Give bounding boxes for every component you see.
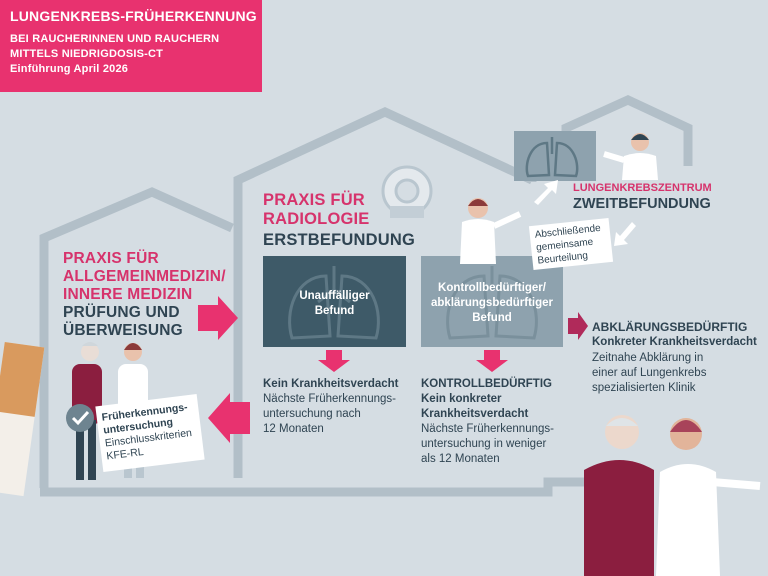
- result2-b1: Kein konkreter: [421, 393, 502, 405]
- house-outline-left: [39, 187, 234, 488]
- beurteilung-card: Abschließende gemeinsame Beurteilung: [528, 217, 614, 271]
- cigarette-illustration: [0, 341, 45, 497]
- result2-l1: Nächste Früherkennungs-: [421, 423, 554, 435]
- arrow-down-1: [318, 350, 350, 372]
- arrow-up-to-zentrum: [534, 180, 558, 205]
- allgemein-head3: INNERE MEDIZIN: [63, 286, 193, 303]
- result1-l3: 12 Monaten: [263, 423, 324, 435]
- result1-l1: Nächste Früherkennungs-: [263, 393, 396, 405]
- result1-l2: untersuchung nach: [263, 408, 361, 420]
- allgemein-head2: ALLGEMEINMEDIZIN/: [63, 268, 226, 285]
- abklaerung-l3: spezialisierten Klinik: [592, 382, 696, 394]
- result2-b2: Krankheitsverdacht: [421, 408, 529, 420]
- result2-l2: untersuchung in weniger: [421, 438, 547, 450]
- radiologie-head2: RADIOLOGIE: [263, 210, 370, 228]
- criteria-card: Früherkennungs- untersuchung Einschlussk…: [95, 394, 205, 472]
- floor-line: [40, 477, 590, 497]
- title-main: LUNGENKREBS-FRÜHERKENNUNG: [10, 8, 257, 24]
- box2-line2: abklärungsbedürftiger: [430, 297, 554, 309]
- title-line2: MITTELS NIEDRIGDOSIS-CT: [10, 48, 164, 60]
- arrow-down-2: [476, 350, 508, 372]
- result2-head: KONTROLLBEDÜRFTIG: [421, 378, 552, 390]
- arrow-down-from-zentrum: [614, 222, 636, 246]
- lungs-image-2: [446, 266, 538, 340]
- title-line3: Einführung April 2026: [10, 63, 129, 75]
- zentrum-head: LUNGENKREBSZENTRUM: [573, 182, 712, 194]
- box2-line3: Befund: [472, 312, 512, 324]
- zentrum-sub: ZWEITBEFUNDUNG: [573, 196, 711, 212]
- abklaerung-l1: Zeitnahe Abklärung in: [592, 352, 704, 364]
- title-box: LUNGENKREBS-FRÜHERKENNUNG BEI RAUCHERINN…: [0, 0, 262, 92]
- box1-line1: Unauffälliger: [299, 290, 370, 302]
- radiologie-sub: ERSTBEFUNDUNG: [263, 231, 416, 249]
- abklaerung-bold: Konkreter Krankheitsverdacht: [592, 336, 757, 348]
- abklaerung-l2: einer auf Lungenkrebs: [592, 367, 707, 379]
- arrow-to-radiologie: [198, 296, 238, 340]
- patient-doctor-right: [584, 415, 761, 576]
- doctor-radiologie: [460, 198, 522, 264]
- lungs-image-1: [288, 266, 380, 340]
- allgemein-head1: PRAXIS FÜR: [63, 250, 159, 267]
- doctor-zentrum: [603, 133, 658, 180]
- allgemein-sub2: ÜBERWEISUNG: [63, 322, 183, 339]
- result1-head: Kein Krankheitsverdacht: [263, 378, 399, 390]
- title-line1: BEI RAUCHERINNEN UND RAUCHERN: [10, 33, 220, 45]
- arrow-back-to-allgemein: [208, 393, 250, 443]
- box1-line2: Befund: [314, 305, 355, 317]
- box2-line1: Kontrollbedürftiger/: [438, 282, 546, 294]
- arrow-to-abklaerung: [568, 312, 588, 340]
- radiologie-head1: PRAXIS FÜR: [263, 191, 365, 209]
- ct-scanner-icon: [381, 165, 433, 218]
- checkmark-icon: [66, 404, 94, 432]
- result2-l3: als 12 Monaten: [421, 453, 500, 465]
- allgemein-sub1: PRÜFUNG UND: [63, 304, 180, 321]
- abklaerung-head: ABKLÄRUNGSBEDÜRFTIG: [592, 320, 748, 334]
